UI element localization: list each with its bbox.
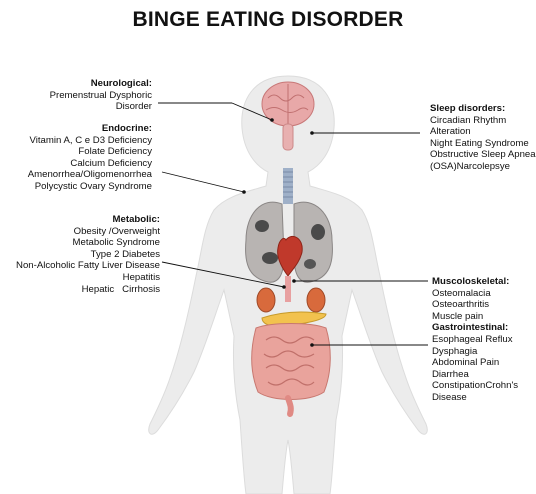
neurological-heading: Neurological:	[20, 78, 152, 90]
endocrine-heading: Endocrine:	[0, 123, 152, 135]
gastrointestinal-item: Diarrhea	[432, 369, 536, 381]
neurological-item: Premenstrual Dysphoric	[20, 90, 152, 102]
neurological-block: Neurological: Premenstrual Dysphoric Dis…	[20, 78, 152, 113]
gastrointestinal-item: Dysphagia	[432, 346, 536, 358]
sleep-heading: Sleep disorders:	[430, 103, 536, 115]
metabolic-item: Non-Alcoholic Fatty Liver Disease	[0, 260, 160, 272]
gastrointestinal-item: Abdominal Pain	[432, 357, 536, 369]
musculoskeletal-block: Muscoloskeletal: Osteomalacia Osteoarthr…	[432, 276, 536, 404]
sleep-block: Sleep disorders: Circadian Rhythm Altera…	[430, 103, 536, 173]
metabolic-item: Obesity /Overweight	[0, 226, 160, 238]
metabolic-item: Hepatic Cirrhosis	[0, 284, 160, 296]
gastrointestinal-item: Disease	[432, 392, 536, 404]
metabolic-item: Type 2 Diabetes	[0, 249, 160, 261]
page-title: BINGE EATING DISORDER	[0, 8, 536, 32]
musculoskeletal-item: Muscle pain	[432, 311, 536, 323]
gastrointestinal-item: Esophageal Reflux	[432, 334, 536, 346]
metabolic-block: Metabolic: Obesity /Overweight Metabolic…	[0, 214, 160, 295]
endocrine-block: Endocrine: Vitamin A, C e D3 Deficiency …	[0, 123, 152, 193]
endocrine-item: Polycystic Ovary Syndrome	[0, 181, 152, 193]
metabolic-item: Hepatitis	[0, 272, 160, 284]
neurological-item: Disorder	[20, 101, 152, 113]
sleep-item: Obstructive Sleep Apnea	[430, 149, 536, 161]
endocrine-item: Calcium Deficiency	[0, 158, 152, 170]
endocrine-item: Folate Deficiency	[0, 146, 152, 158]
trachea-organ	[283, 168, 293, 204]
sleep-item: Circadian Rhythm	[430, 115, 536, 127]
sleep-item: Night Eating Syndrome	[430, 138, 536, 150]
metabolic-heading: Metabolic:	[0, 214, 160, 226]
endocrine-item: Amenorrhea/Oligomenorrhea	[0, 169, 152, 181]
metabolic-item: Metabolic Syndrome	[0, 237, 160, 249]
musculoskeletal-item: Osteomalacia	[432, 288, 536, 300]
gastrointestinal-heading: Gastrointestinal:	[432, 322, 536, 334]
musculoskeletal-heading: Muscoloskeletal:	[432, 276, 536, 288]
sleep-item: (OSA)Narcolepsye	[430, 161, 536, 173]
esophagus-organ	[285, 276, 291, 302]
endocrine-item: Vitamin A, C e D3 Deficiency	[0, 135, 152, 147]
gastrointestinal-item: ConstipationCrohn's	[432, 380, 536, 392]
sleep-item: Alteration	[430, 126, 536, 138]
musculoskeletal-item: Osteoarthritis	[432, 299, 536, 311]
